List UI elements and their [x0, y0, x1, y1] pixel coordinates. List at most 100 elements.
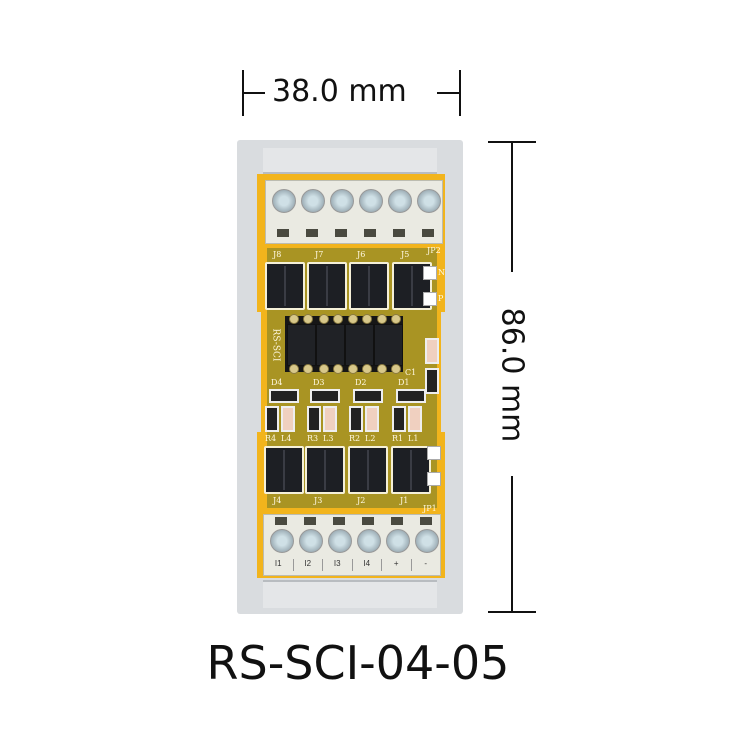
wire-slot — [275, 517, 287, 525]
housing-right-clip — [441, 312, 461, 432]
label-c1: C1 — [405, 368, 417, 377]
jumper-j6 — [349, 262, 389, 310]
screw-icon — [328, 529, 352, 553]
label-p: P — [438, 294, 444, 303]
wire-slot — [391, 517, 403, 525]
diode-d3 — [310, 389, 340, 403]
resistor-r2 — [349, 406, 363, 432]
socket-pin — [348, 314, 358, 324]
height-dimension-line-top — [511, 142, 513, 272]
label-d4: D4 — [271, 378, 283, 387]
wire-slot — [420, 517, 432, 525]
label-d2: D2 — [355, 378, 367, 387]
led-l2 — [365, 406, 379, 432]
socket-pin — [303, 364, 313, 374]
width-dimension-label: 38.0 mm — [272, 74, 407, 109]
optocoupler-socket — [285, 314, 403, 374]
wire-slot — [304, 517, 316, 525]
label-l1: L1 — [408, 434, 419, 443]
jumper-j2 — [348, 446, 388, 494]
capacitor-c1 — [425, 368, 439, 394]
height-dimension-line-bottom — [511, 476, 513, 612]
socket-pin — [391, 314, 401, 324]
label-j5: J5 — [401, 250, 410, 259]
diode-d1 — [396, 389, 426, 403]
jumper-j3 — [305, 446, 345, 494]
diode-d2 — [353, 389, 383, 403]
screw-icon — [299, 529, 323, 553]
socket-pin — [362, 364, 372, 374]
housing-left-clip — [241, 312, 261, 432]
screw-icon — [270, 529, 294, 553]
optocoupler-chip — [316, 324, 345, 366]
top-terminal-block — [265, 180, 443, 244]
label-j8: J8 — [273, 250, 282, 259]
diode-d4 — [269, 389, 299, 403]
resistor-r1 — [392, 406, 406, 432]
wire-slot — [362, 517, 374, 525]
label-l2: L2 — [365, 434, 376, 443]
resistor-r4 — [265, 406, 279, 432]
label-n: N — [438, 268, 445, 277]
bottom-terminal-block: I1 I2 I3 I4 + - — [263, 514, 441, 576]
wire-slot — [335, 229, 347, 237]
optocoupler-chip — [374, 324, 403, 366]
wire-slot — [364, 229, 376, 237]
label-j2: J2 — [357, 496, 366, 505]
header-p — [423, 292, 437, 306]
led-l4 — [281, 406, 295, 432]
jumper-j4 — [264, 446, 304, 494]
wire-slot — [333, 517, 345, 525]
label-d1: D1 — [398, 378, 410, 387]
label-jp1: JP1 — [423, 504, 437, 513]
wire-slot — [277, 229, 289, 237]
label-r4: R4 — [265, 434, 277, 443]
wire-slot — [422, 229, 434, 237]
screw-icon — [330, 189, 354, 213]
screw-icon — [272, 189, 296, 213]
terminal-label-minus: - — [424, 559, 428, 568]
header-n-bottom — [427, 472, 441, 486]
socket-pin — [289, 314, 299, 324]
header-p-bottom — [427, 446, 441, 460]
socket-pin — [289, 364, 299, 374]
terminal-label-strip: I1 I2 I3 I4 + - — [264, 559, 440, 571]
label-j4: J4 — [273, 496, 282, 505]
label-d3: D3 — [313, 378, 325, 387]
width-dimension-line-left — [243, 92, 265, 94]
socket-pin — [377, 364, 387, 374]
label-r1: R1 — [392, 434, 404, 443]
socket-pin — [319, 314, 329, 324]
height-dimension-bottom-tick — [488, 611, 536, 613]
label-r3: R3 — [307, 434, 319, 443]
product-board: J8 J7 J6 J5 JP2 N P RS-SCI C1 D4 D3 D2 D… — [237, 140, 463, 614]
terminal-label-plus: + — [382, 559, 412, 571]
jumper-j7 — [307, 262, 347, 310]
housing-bottom-rail — [263, 580, 437, 608]
optocoupler-chip — [345, 324, 374, 366]
led-l3 — [323, 406, 337, 432]
socket-pin — [391, 364, 401, 374]
screw-icon — [359, 189, 383, 213]
screw-icon — [301, 189, 325, 213]
screw-icon — [415, 529, 439, 553]
socket-pin — [333, 364, 343, 374]
screw-icon — [417, 189, 441, 213]
label-jp2: JP2 — [427, 246, 441, 255]
label-r2: R2 — [349, 434, 361, 443]
socket-pin — [333, 314, 343, 324]
model-name: RS-SCI-04-05 — [206, 636, 510, 690]
label-l4: L4 — [281, 434, 292, 443]
socket-pin — [319, 364, 329, 374]
label-j7: J7 — [315, 250, 324, 259]
label-l3: L3 — [323, 434, 334, 443]
wire-slot — [393, 229, 405, 237]
housing-top-rail — [263, 148, 437, 174]
height-dimension-label: 86.0 mm — [494, 307, 530, 443]
led-l1 — [408, 406, 422, 432]
screw-icon — [388, 189, 412, 213]
screw-icon — [386, 529, 410, 553]
resistor-r3 — [307, 406, 321, 432]
terminal-label-i1: I1 — [264, 559, 294, 571]
socket-pin — [362, 314, 372, 324]
